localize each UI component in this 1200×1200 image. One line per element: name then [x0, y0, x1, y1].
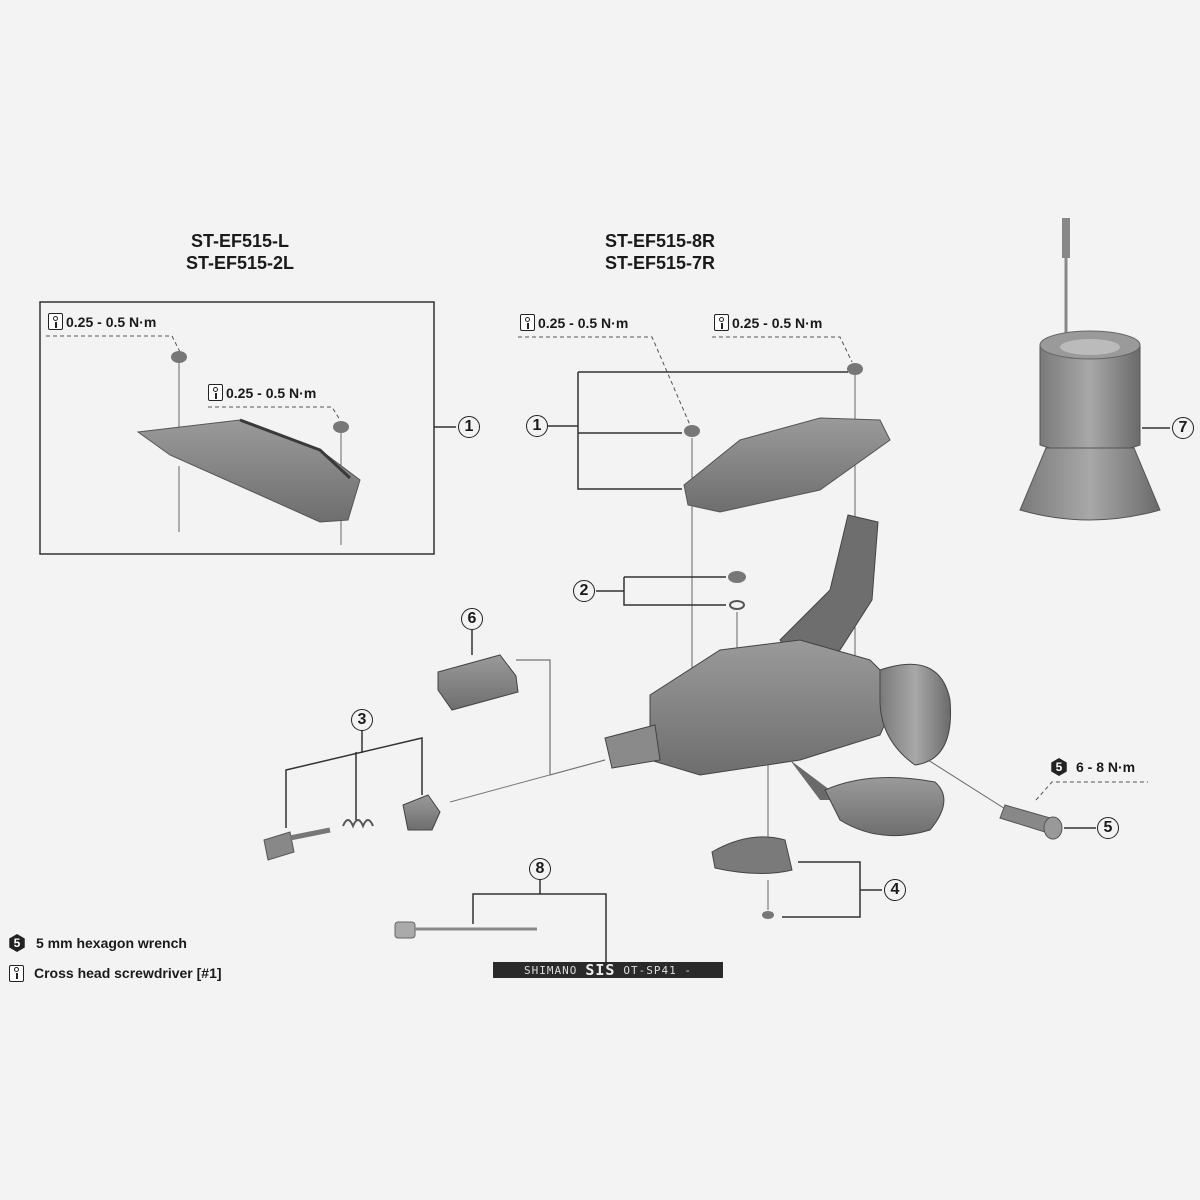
- callout-3: 3: [351, 709, 373, 731]
- legend-item-hex-wrench: 5 5 mm hexagon wrench: [8, 928, 222, 958]
- shifter-body: [604, 514, 1011, 845]
- torque-label: 5 6 - 8 N·m: [1050, 758, 1135, 776]
- part-4-cover: [711, 836, 882, 919]
- callout-2: 2: [573, 580, 595, 602]
- part-2-screw-washer: [596, 571, 746, 650]
- model-line: ST-EF515-7R: [604, 253, 716, 273]
- legend-label: Cross head screwdriver [#1]: [34, 965, 222, 981]
- part-8-cable: [394, 880, 607, 962]
- cable-code: OT-SP41 -: [623, 963, 693, 977]
- right-model-title: ST-EF515-8R ST-EF515-7R: [565, 230, 755, 274]
- screwdriver-icon: [9, 964, 24, 982]
- callout-4: 4: [884, 879, 906, 901]
- callout-7: 7: [1172, 417, 1194, 439]
- screwdriver-icon: [520, 314, 535, 331]
- screwdriver-icon: [48, 313, 63, 330]
- legend-item-screwdriver: Cross head screwdriver [#1]: [8, 958, 222, 988]
- callout-8: 8: [529, 858, 551, 880]
- part-7-tool: [1019, 218, 1170, 521]
- legend-label: 5 mm hexagon wrench: [36, 935, 187, 951]
- callout-6: 6: [461, 608, 483, 630]
- left-variant-box: [39, 301, 435, 555]
- torque-label: 0.25 - 0.5 N·m: [520, 314, 628, 331]
- torque-value: 0.25 - 0.5 N·m: [732, 314, 823, 331]
- callout-1-left: 1: [458, 416, 480, 438]
- callout-5: 5: [1097, 817, 1119, 839]
- screwdriver-icon: [714, 314, 729, 331]
- model-line: ST-EF515-2L: [185, 253, 295, 273]
- part-6-cap: [437, 630, 606, 776]
- torque-label: 0.25 - 0.5 N·m: [714, 314, 822, 331]
- screwdriver-icon: [208, 384, 223, 401]
- model-line: ST-EF515-L: [190, 231, 290, 251]
- left-model-title: ST-EF515-L ST-EF515-2L: [150, 230, 330, 274]
- torque-value: 0.25 - 0.5 N·m: [66, 313, 157, 330]
- left-cover-part: [46, 335, 361, 545]
- torque-label: 0.25 - 0.5 N·m: [48, 313, 156, 330]
- torque-value: 6 - 8 N·m: [1076, 759, 1136, 775]
- model-line: ST-EF515-8R: [604, 231, 716, 251]
- hex-wrench-icon: 5: [9, 934, 25, 952]
- torque-value: 0.25 - 0.5 N·m: [226, 384, 317, 401]
- cable-housing-label: SHIMANO SIS OT-SP41 -: [493, 961, 723, 979]
- callout-1-right: 1: [526, 415, 548, 437]
- cable-brand: SHIMANO: [523, 963, 578, 977]
- cable-series: SIS: [585, 961, 616, 979]
- hex-wrench-icon: 5: [1051, 758, 1067, 776]
- tool-legend: 5 5 mm hexagon wrench Cross head screwdr…: [8, 928, 222, 988]
- torque-value: 0.25 - 0.5 N·m: [538, 314, 629, 331]
- part-5-bolt: [999, 781, 1148, 840]
- torque-label: 0.25 - 0.5 N·m: [208, 384, 316, 401]
- part-3-adjuster: [263, 731, 606, 861]
